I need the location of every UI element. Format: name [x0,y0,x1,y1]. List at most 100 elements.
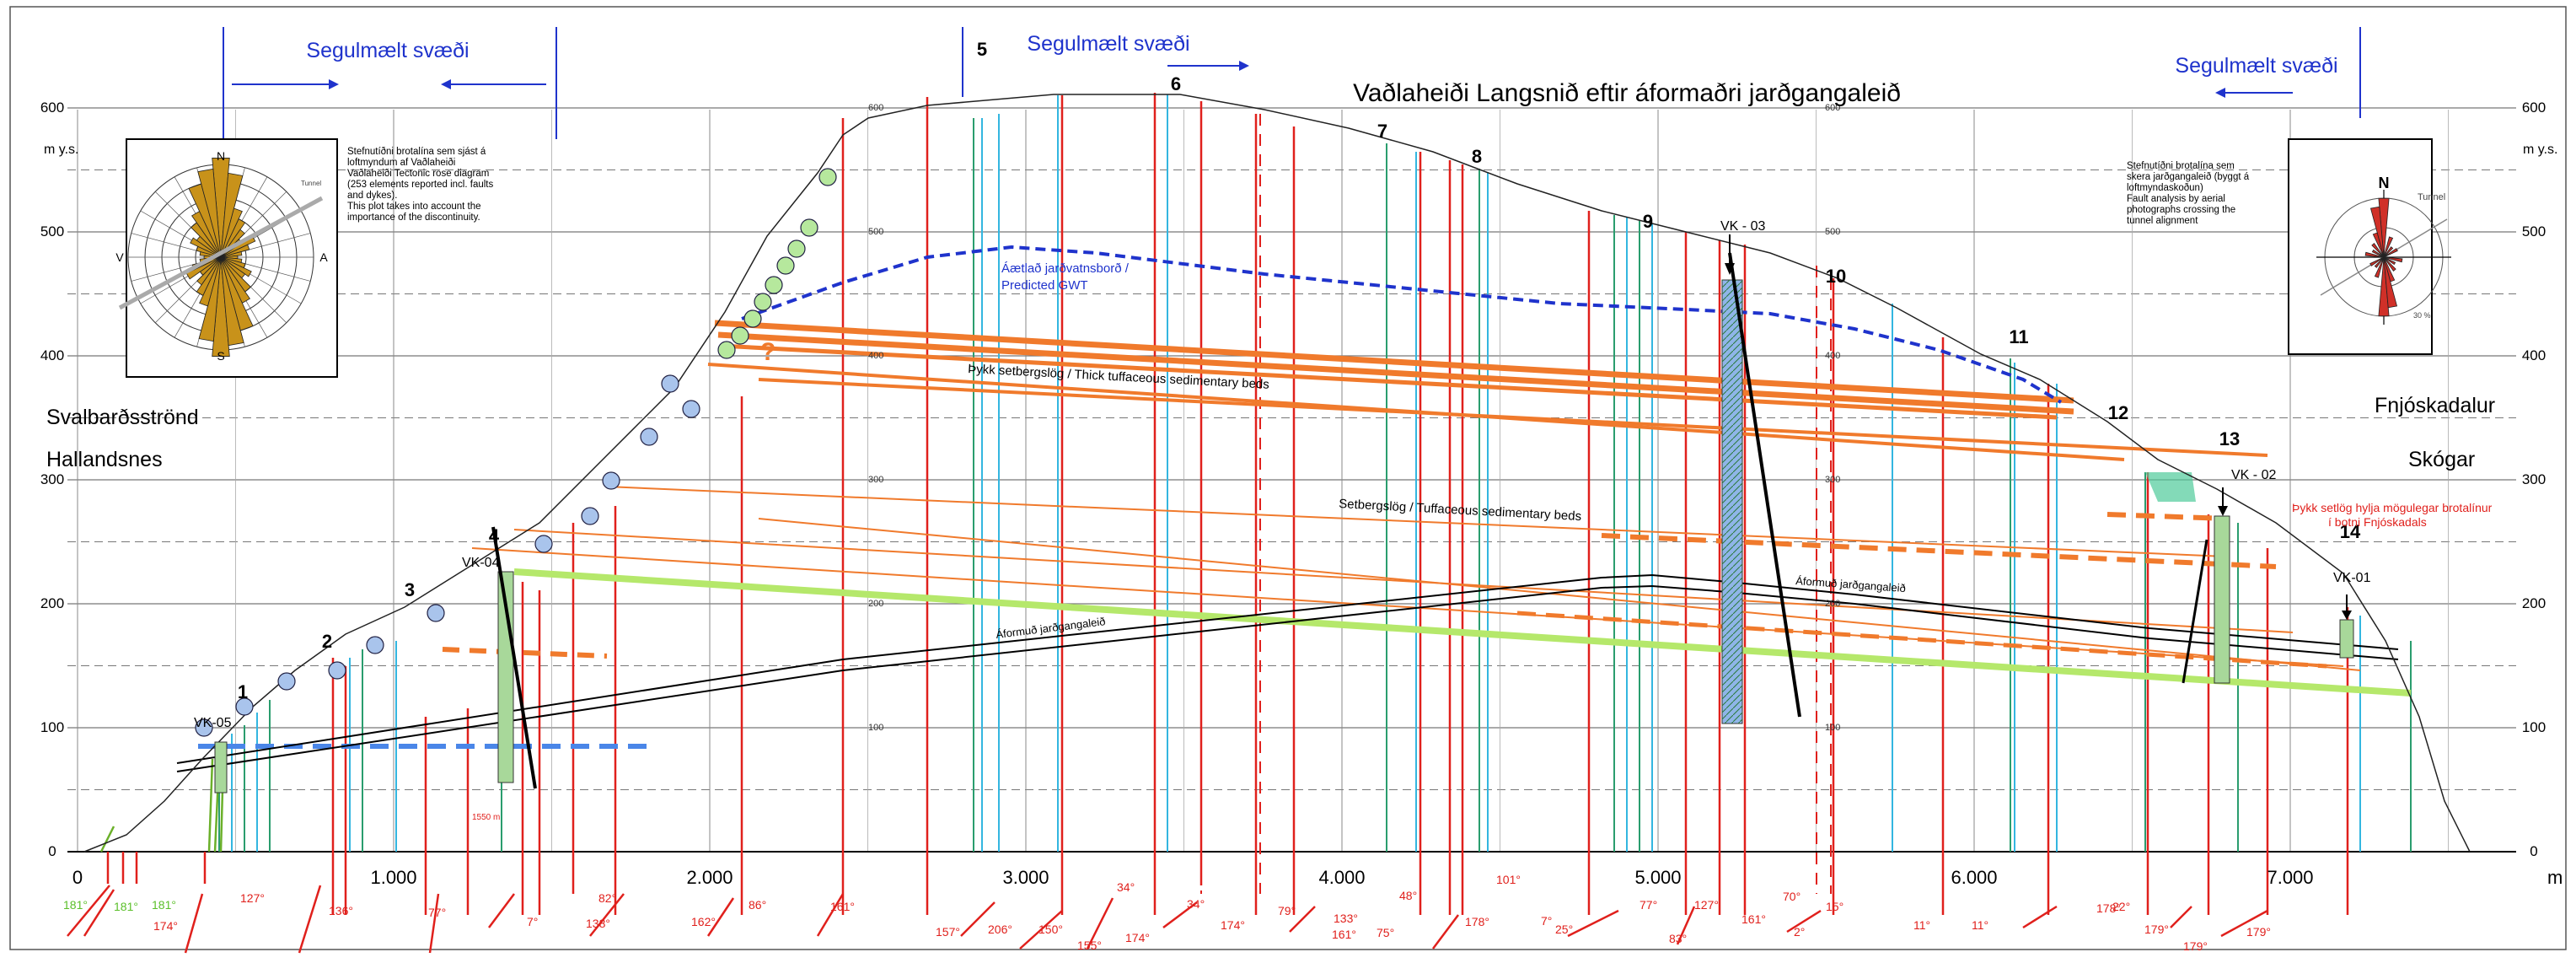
predicted-gwt-line [741,245,2063,404]
dip-angle: 82° [598,891,616,905]
rose-left-caption: This plot takes into account the [347,202,481,212]
dip-stroke [1162,901,1198,928]
rose-left-caption: and dykes). [347,191,397,201]
dip-angle: 181° [63,898,88,912]
rose-left-caption: loftmyndum af Vaðlaheiði [347,158,455,168]
marker-circle-blue [581,507,599,525]
dip-stroke [1567,909,1619,938]
y-tick-left: 300 [40,471,64,487]
dip-stroke [589,893,625,937]
dashed-bed-4 [442,647,608,659]
thick-bed-3 [720,343,2058,420]
marker-circle-green [743,309,762,328]
grid [67,107,2516,853]
segment-label-1: Segulmælt svæði [306,39,469,62]
green-bed [513,568,2412,697]
green-patch [2145,472,2196,502]
borehole-label: VK - 03 [1720,219,1765,234]
dip-angle: 34° [1187,897,1205,911]
zone-number: 7 [1377,121,1387,142]
zone-number: 9 [1643,211,1653,232]
dip-stroke [1289,906,1316,933]
rose-right-tunnel: Tunnel [2418,192,2445,202]
dip-stroke [1676,906,1696,945]
rose-left-a: A [319,250,328,264]
thick-bed-1 [714,320,2074,404]
dip-stroke [960,901,996,937]
zone-number: 12 [2108,402,2128,423]
y-tick-left: 600 [40,100,64,116]
dip-angle: 161° [1332,928,1356,941]
borehole-vk02 [2214,515,2230,684]
dip-angle: 11° [1913,918,1930,932]
y-tick-left: 200 [40,595,64,611]
dip-angle: 178° [1465,915,1489,928]
x-tick: 7.000 [2267,867,2313,888]
dip-angle: 7° [527,915,538,928]
dip-angle: 48° [1399,889,1417,902]
inner-y-tick: 100 [868,723,883,733]
dip-stroke [488,893,515,928]
rose-left-caption: Vaðlaheiði Tectonic rose diagram [347,169,489,179]
dip-angle: 138° [586,917,610,930]
marker-circle-blue [366,636,384,654]
rose-right-caption: photographs crossing the [2127,205,2235,215]
x-tick: 5.000 [1634,867,1681,888]
y-tick-right: 200 [2522,595,2546,611]
borehole-label: VK-04 [462,556,500,570]
dip-stroke [2022,905,2058,929]
inner-y-tick: 200 [1825,599,1840,609]
dip-angle: 174° [153,919,178,933]
marker-circle-green [800,218,818,237]
tuff-bed-3 [471,547,2344,667]
tuff-bed-1 [606,486,2226,557]
zone-number: 5 [977,39,987,60]
dip-angle: 206° [988,923,1012,936]
dip-angle: 22° [2112,900,2130,913]
dip-stroke [1019,910,1063,950]
depth-label: 1550 m [472,813,500,822]
tunnel-alignment [176,573,2399,772]
inner-y-tick: 600 [1825,103,1840,113]
rose-left-caption: Stefnutíðni brotalína sem sjást á [347,147,486,157]
dip-angle: 101° [1496,873,1521,886]
place-hallandsnes: Hallandsnes [46,448,163,471]
rose-left-caption: importance of the discontinuity. [347,213,480,223]
dip-angle: 179° [2183,939,2208,953]
green-line [207,758,214,853]
dip-stroke [298,885,322,954]
borehole-label: VK-01 [2333,571,2371,585]
dip-angle: 181° [152,898,176,912]
dashed-bed-2 [1516,611,2327,669]
y-tick-left: 100 [40,719,64,735]
dip-angle: 174° [1221,918,1245,932]
inner-y-tick: 200 [868,599,883,609]
y-tick-left: 400 [40,347,64,363]
x-tick: 1.000 [370,867,416,888]
dip-stroke [1432,914,1459,950]
dip-angle: 79° [1278,904,1296,917]
marker-circle-blue [661,374,679,393]
x-tick: 2.000 [686,867,733,888]
y-tick-left: 0 [48,843,56,859]
tuff-bed-4 [758,518,2361,671]
marker-circle-blue [682,400,700,418]
y-unit-left: m y.s. [44,143,78,157]
zone-number: 10 [1826,266,1846,287]
marker-circle-blue [328,661,346,680]
dip-angle: 77° [1640,898,1657,912]
zone-number: 3 [405,579,415,600]
marker-circle-blue [640,428,658,446]
vk02-fault [2182,539,2208,684]
green-line [99,826,115,853]
dip-angle: 127° [240,891,265,905]
dip-stroke [1786,909,1822,933]
zone-number: 2 [322,631,332,652]
dip-stroke [706,897,735,937]
marker-circle-green [818,168,837,186]
dip-angle: 7° [1541,914,1552,928]
borehole-vk01 [2339,619,2354,659]
dip-angle: 127° [1694,898,1719,912]
